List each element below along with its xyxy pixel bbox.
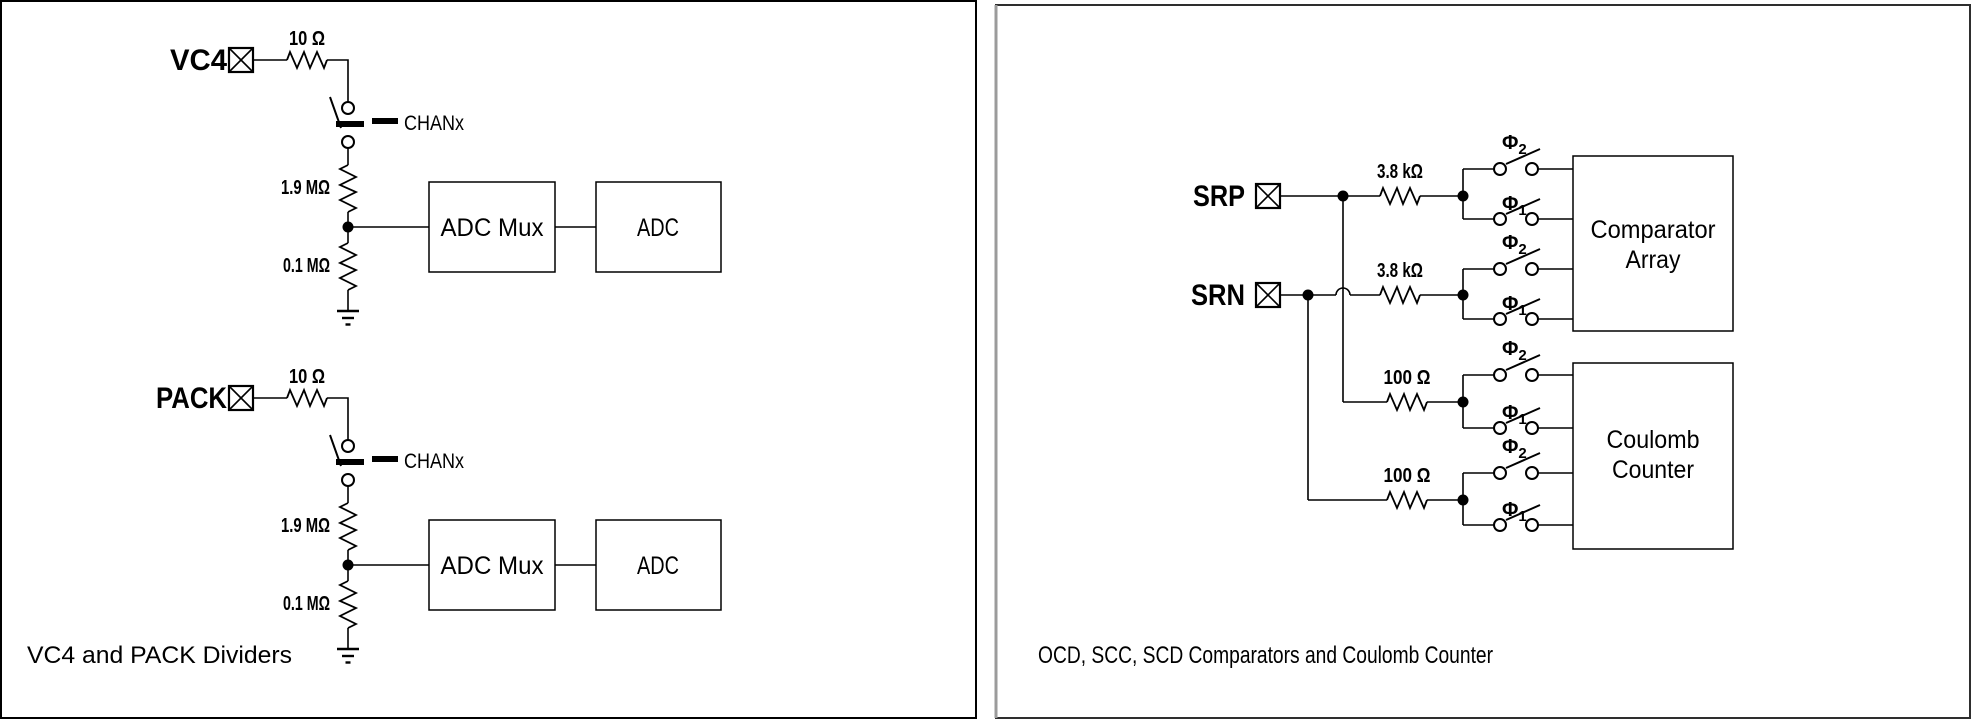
ground-icon bbox=[337, 309, 359, 326]
ground-icon bbox=[337, 647, 359, 664]
vc4-terminal-icon bbox=[227, 46, 255, 74]
resistor-icon bbox=[337, 580, 359, 629]
resistor-icon bbox=[286, 49, 328, 71]
phi1-label: Φ1 bbox=[1502, 402, 1527, 428]
vc4-divider-circuit: VC4 10 Ω CHANx 1.9 MΩ bbox=[170, 28, 722, 326]
srn-sense-resistor-label: 100 Ω bbox=[1384, 465, 1431, 487]
left-panel-caption: VC4 and PACK Dividers bbox=[27, 642, 292, 669]
srp-sense-branch: 100 Ω bbox=[1343, 367, 1469, 428]
phase-switch-row: Φ1 bbox=[1463, 402, 1573, 435]
vc4-lower-resistor-label: 0.1 MΩ bbox=[283, 255, 330, 277]
pack-terminal-icon bbox=[227, 384, 255, 412]
resistor-icon bbox=[286, 387, 328, 409]
srn-terminal-icon bbox=[1254, 281, 1282, 309]
pack-upper-resistor-label: 1.9 MΩ bbox=[281, 515, 330, 537]
phase-switch-row: Φ1 bbox=[1463, 293, 1573, 326]
pack-lower-resistor-label: 0.1 MΩ bbox=[283, 593, 330, 615]
pack-series-resistor-label: 10 Ω bbox=[289, 366, 325, 388]
vc4-terminal-label: VC4 bbox=[170, 44, 227, 77]
adc-mux-block bbox=[428, 519, 556, 611]
coulomb-counter-label-line1: Coulomb bbox=[1607, 426, 1700, 454]
srp-terminal-icon bbox=[1254, 182, 1282, 210]
phase-switch-row: Φ1 bbox=[1463, 499, 1573, 532]
phi2-label: Φ2 bbox=[1502, 132, 1527, 158]
comparator-array-label-line2: Array bbox=[1626, 246, 1681, 274]
chanx-switch-icon bbox=[329, 96, 398, 149]
phi2-switch-icon bbox=[1493, 354, 1541, 382]
chanx-switch-label: CHANx bbox=[404, 112, 464, 135]
phi2-label: Φ2 bbox=[1502, 436, 1527, 462]
resistor-icon bbox=[1386, 391, 1428, 413]
phi2-switch-icon bbox=[1493, 248, 1541, 276]
adc-mux-block-label: ADC Mux bbox=[441, 552, 544, 580]
phi1-label: Φ1 bbox=[1502, 193, 1527, 219]
left-panel: VC4 10 Ω CHANx 1.9 MΩ bbox=[0, 0, 977, 719]
adc-block-label: ADC bbox=[637, 214, 679, 242]
phi1-switch-icon bbox=[1493, 298, 1541, 326]
phi2-label: Φ2 bbox=[1502, 338, 1527, 364]
vc4-series-resistor-label: 10 Ω bbox=[289, 28, 325, 50]
phi1-switch-icon bbox=[1493, 407, 1541, 435]
resistor-icon bbox=[337, 502, 359, 551]
adc-block-label: ADC bbox=[637, 552, 679, 580]
adc-block bbox=[595, 181, 722, 273]
chanx-switch-label: CHANx bbox=[404, 450, 464, 473]
wire bbox=[327, 397, 349, 440]
resistor-icon bbox=[337, 242, 359, 291]
resistor-icon bbox=[1386, 489, 1428, 511]
srp-filter-resistor-label: 3.8 kΩ bbox=[1377, 161, 1423, 183]
srp-input: SRP 3.8 kΩ bbox=[1193, 161, 1469, 219]
srn-input: SRN 3.8 kΩ bbox=[1191, 260, 1469, 319]
comparator-array-block bbox=[1572, 155, 1734, 332]
pack-divider-circuit: PACK 10 Ω CHANx 1.9 MΩ bbox=[156, 366, 722, 664]
resistor-icon bbox=[1379, 284, 1421, 306]
srn-sense-branch: 100 Ω bbox=[1308, 465, 1469, 525]
phi1-label: Φ1 bbox=[1502, 499, 1527, 525]
phase-switch-row: Φ1 bbox=[1463, 193, 1573, 226]
phase-switch-row: Φ2 bbox=[1463, 232, 1573, 276]
phi1-switch-icon bbox=[1493, 198, 1541, 226]
wire bbox=[327, 59, 349, 102]
chanx-switch-icon bbox=[329, 434, 398, 487]
srn-filter-resistor-label: 3.8 kΩ bbox=[1377, 260, 1423, 282]
phase-switch-row: Φ2 bbox=[1463, 338, 1573, 382]
phase-switch-row: Φ2 bbox=[1463, 132, 1573, 176]
right-panel-border bbox=[995, 4, 1971, 719]
comparator-array-label-line1: Comparator bbox=[1591, 216, 1716, 244]
phi1-switch-icon bbox=[1493, 504, 1541, 532]
left-panel-border bbox=[0, 0, 977, 719]
right-panel-caption: OCD, SCC, SCD Comparators and Coulomb Co… bbox=[1038, 642, 1493, 669]
resistor-icon bbox=[1379, 185, 1421, 207]
coulomb-counter-block bbox=[1572, 362, 1734, 550]
pack-terminal-label: PACK bbox=[156, 382, 227, 415]
phase-switch-row: Φ2 bbox=[1463, 436, 1573, 480]
adc-mux-block bbox=[428, 181, 556, 273]
right-panel: SRP 3.8 kΩ SRN bbox=[994, 4, 1971, 719]
vc4-upper-resistor-label: 1.9 MΩ bbox=[281, 177, 330, 199]
srp-terminal-label: SRP bbox=[1193, 180, 1245, 213]
srn-terminal-label: SRN bbox=[1191, 279, 1245, 312]
resistor-icon bbox=[337, 164, 359, 213]
phi2-label: Φ2 bbox=[1502, 232, 1527, 258]
adc-mux-block-label: ADC Mux bbox=[441, 214, 544, 242]
adc-block bbox=[595, 519, 722, 611]
phi1-label: Φ1 bbox=[1502, 293, 1527, 319]
coulomb-counter-label-line2: Counter bbox=[1612, 456, 1694, 484]
srp-sense-resistor-label: 100 Ω bbox=[1384, 367, 1431, 389]
